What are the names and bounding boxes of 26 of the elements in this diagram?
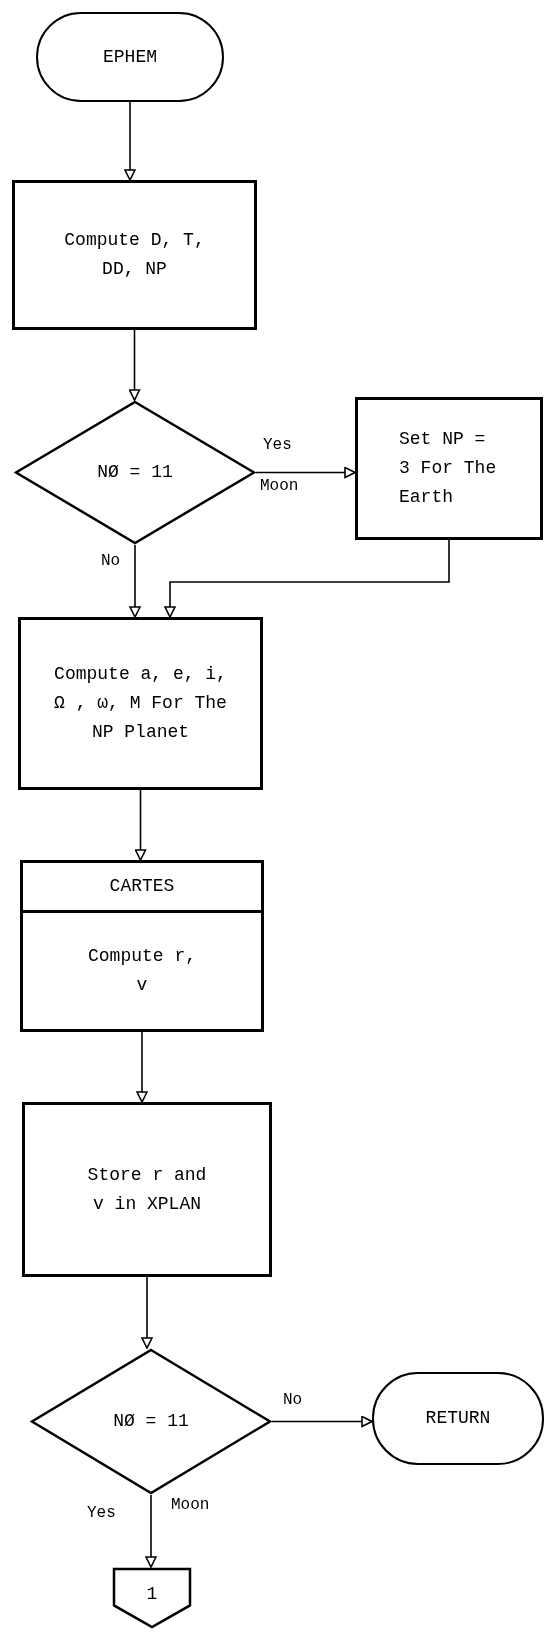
process-box: [355, 397, 543, 540]
arrow: [141, 1276, 153, 1349]
node-text: RETURN: [425, 1407, 491, 1431]
node-text: Compute a, e, i, Ω , ω, M For The NP Planet: [53, 663, 228, 744]
node-text: NØ = 11: [97, 461, 173, 484]
node-text: EPHEM: [103, 45, 157, 69]
process-box: [12, 180, 257, 330]
arrow: [129, 544, 141, 618]
node-text: 1: [146, 1583, 158, 1606]
node-text: Compute D, T, DD, NP: [63, 229, 206, 281]
arrow: [124, 101, 136, 181]
predefined-process-box: [20, 860, 264, 1032]
arrow: [136, 1031, 148, 1103]
arrow: [271, 1415, 373, 1428]
arrow: [255, 466, 356, 479]
arrow: [128, 329, 141, 401]
node-text: Set NP = 3 For The Earth: [399, 428, 498, 509]
arrow: [145, 1494, 157, 1568]
process-box: [18, 617, 263, 790]
node-text: NØ = 11: [113, 1410, 189, 1433]
arrow: [164, 539, 450, 618]
node-text: Store r and v in XPLAN: [86, 1163, 208, 1216]
process-box: [22, 1102, 272, 1277]
subroutine-name: CARTES: [109, 875, 175, 898]
node-text: Compute r, v: [87, 945, 197, 997]
arrow: [134, 789, 147, 861]
